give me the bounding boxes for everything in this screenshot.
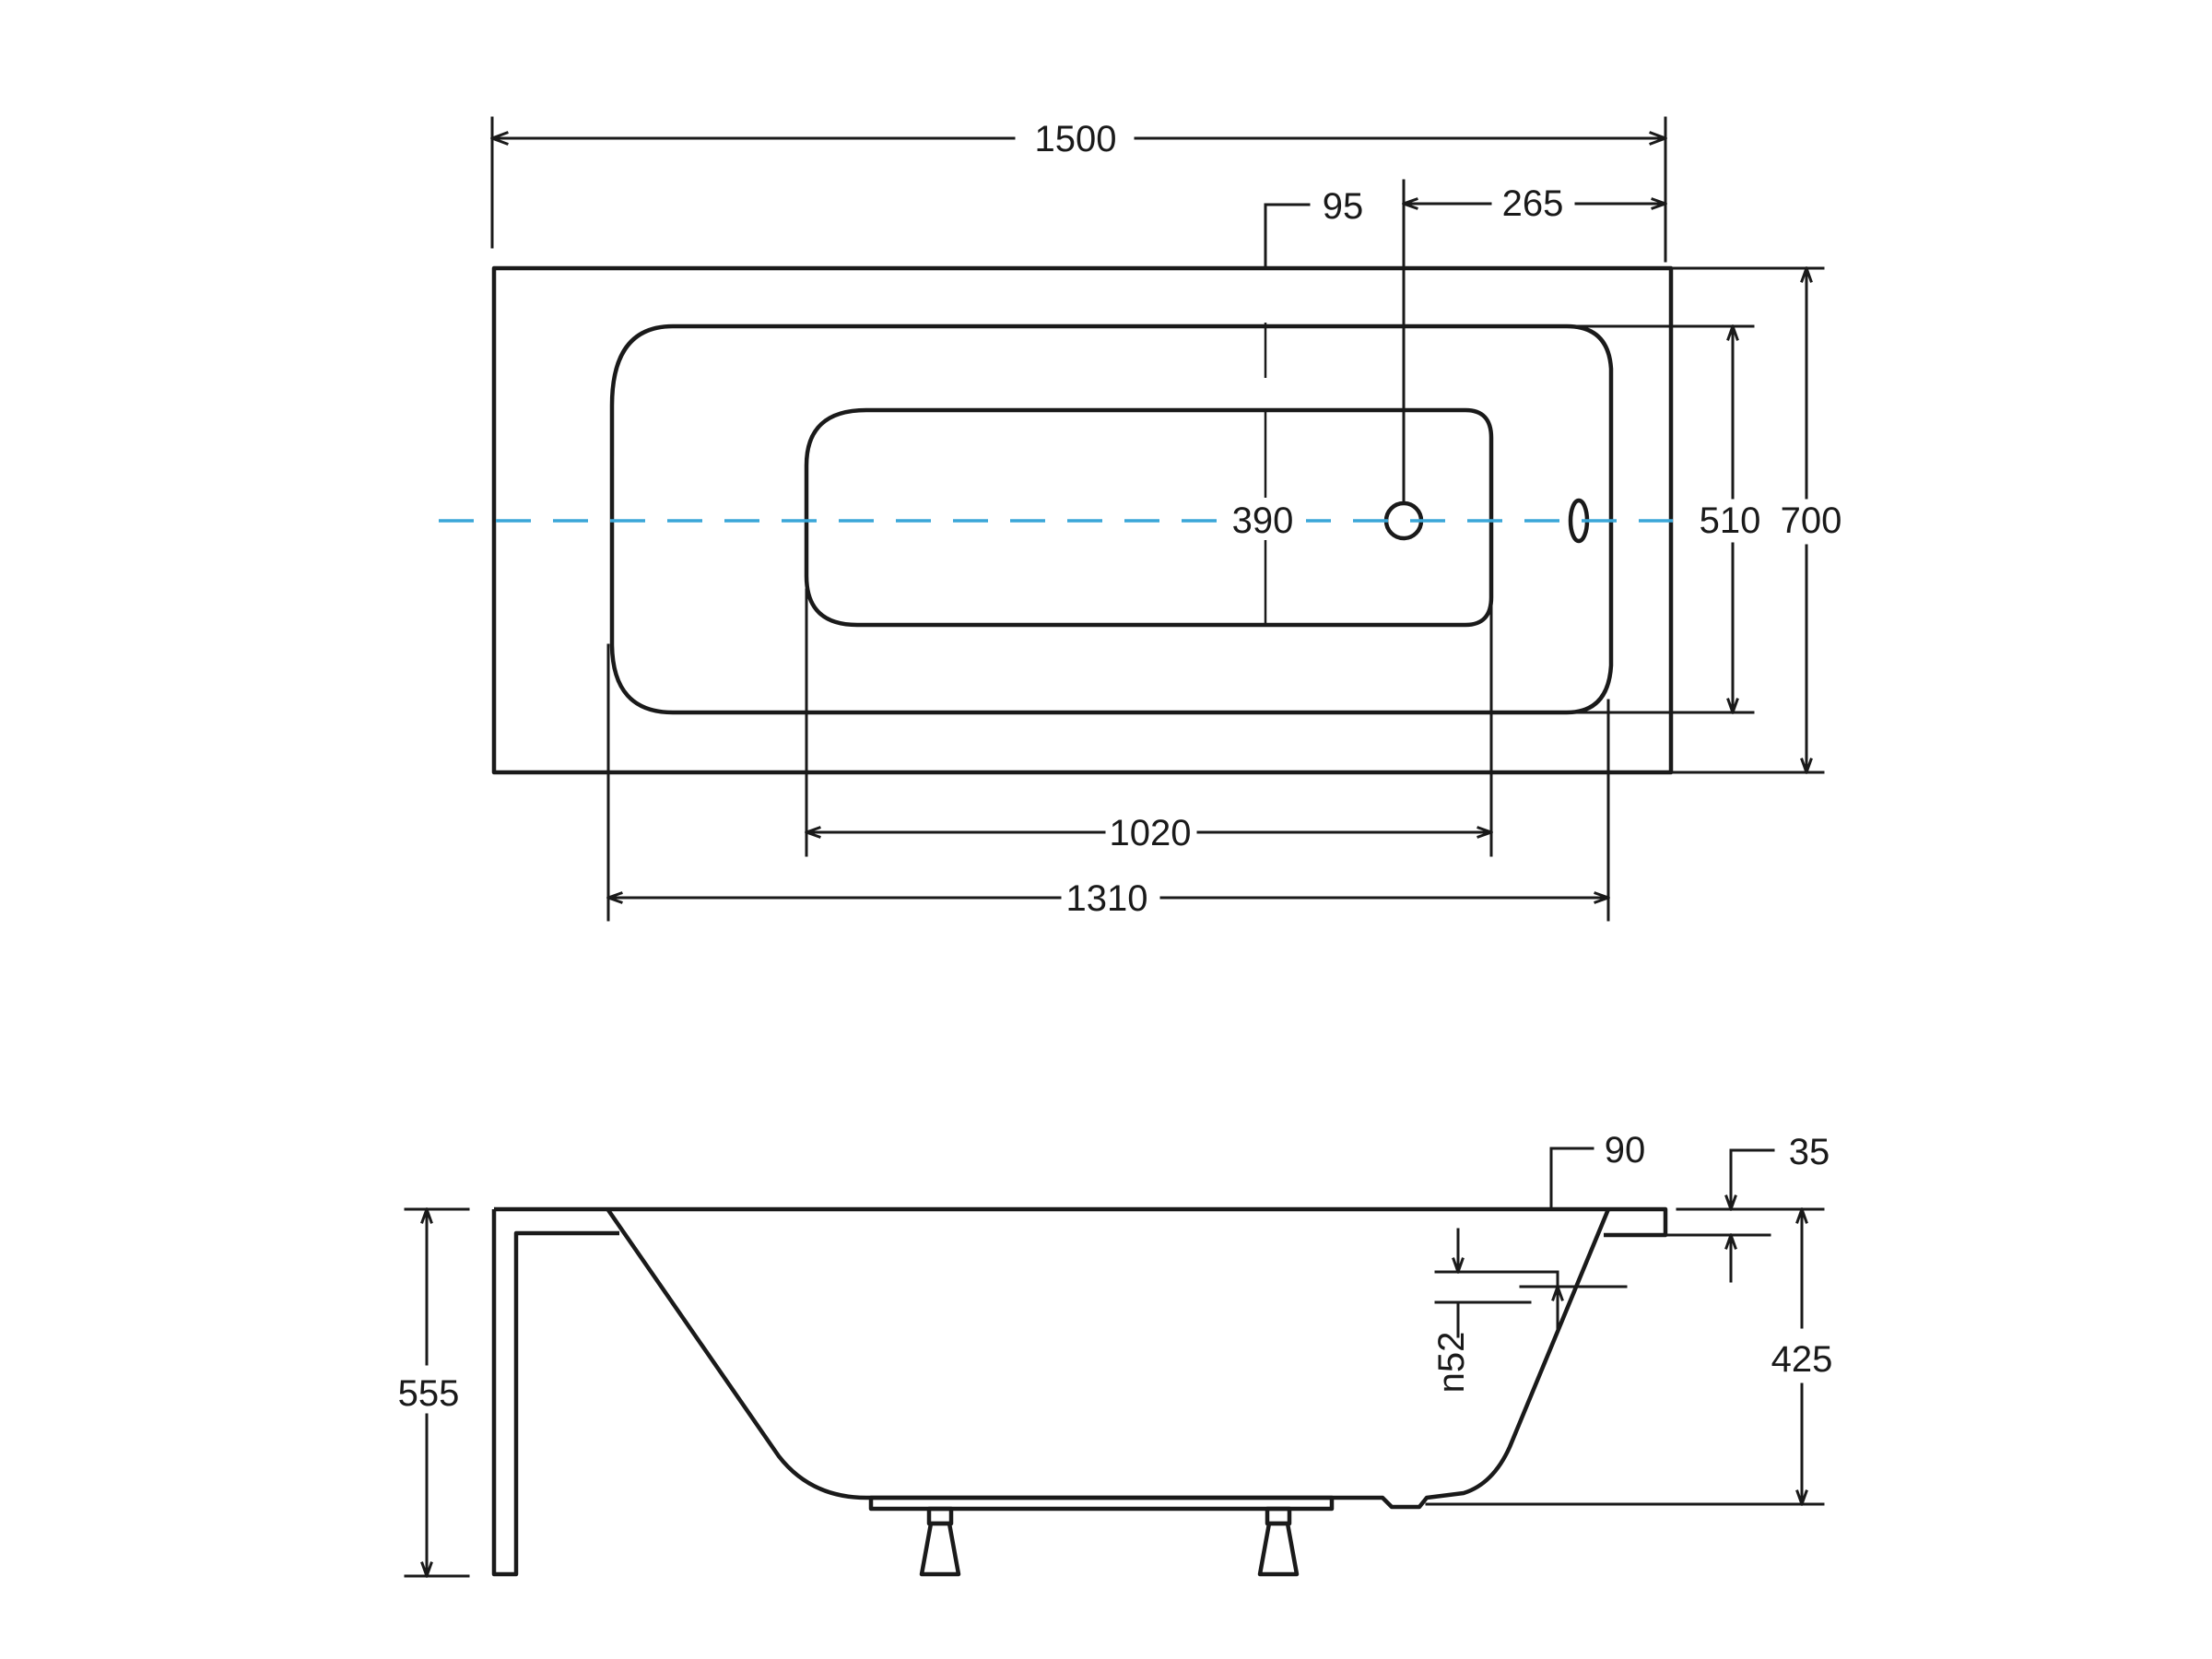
- dim-overall-length: 1500: [490, 116, 1667, 263]
- tub-body-profile: [606, 1208, 1611, 1510]
- dim-label-265: 265: [1502, 183, 1564, 224]
- dim-label-1500: 1500: [1035, 119, 1117, 159]
- dim-offset-95: 95: [1264, 186, 1364, 627]
- foot-right-icon: [1257, 1506, 1300, 1577]
- dim-label-700: 700: [1781, 500, 1842, 541]
- tub-rim-profile: [494, 1206, 1668, 1238]
- dim-label-555: 555: [398, 1373, 460, 1414]
- top-view: 1500 95 265 390: [439, 116, 1842, 922]
- dim-label-35: 35: [1789, 1132, 1830, 1172]
- dim-bottom-length: 1020: [805, 588, 1493, 857]
- dim-label-95: 95: [1323, 186, 1364, 227]
- side-view: 555 425 90 35: [398, 1130, 1833, 1578]
- dim-overall-height: 555: [398, 1207, 470, 1578]
- dim-overall-width: 700: [1669, 266, 1842, 774]
- tub-inner-basin: [609, 324, 1614, 715]
- dim-rim-35: 35: [1664, 1132, 1830, 1283]
- dim-depth: 425: [1425, 1207, 1833, 1506]
- dim-overflow-n52: n52: [1431, 1228, 1628, 1394]
- dim-inner-width: 510: [1565, 324, 1766, 714]
- dim-label-425: 425: [1771, 1339, 1833, 1380]
- tub-bottom: [804, 407, 1494, 628]
- support-plate: [868, 1495, 1335, 1512]
- dim-label-1310: 1310: [1066, 878, 1148, 919]
- dim-label-1020: 1020: [1110, 813, 1192, 853]
- dim-inner-length: 1310: [606, 643, 1610, 922]
- dim-label-390: 390: [1232, 500, 1294, 541]
- dim-offset-265: 265: [1402, 179, 1667, 505]
- dim-label-n52: n52: [1431, 1332, 1472, 1394]
- dim-offset-90: 90: [1549, 1130, 1646, 1211]
- dim-bottom-width: 390: [1229, 498, 1306, 541]
- dim-label-510: 510: [1700, 500, 1761, 541]
- dim-label-90: 90: [1605, 1130, 1646, 1171]
- foot-left-icon: [919, 1506, 961, 1577]
